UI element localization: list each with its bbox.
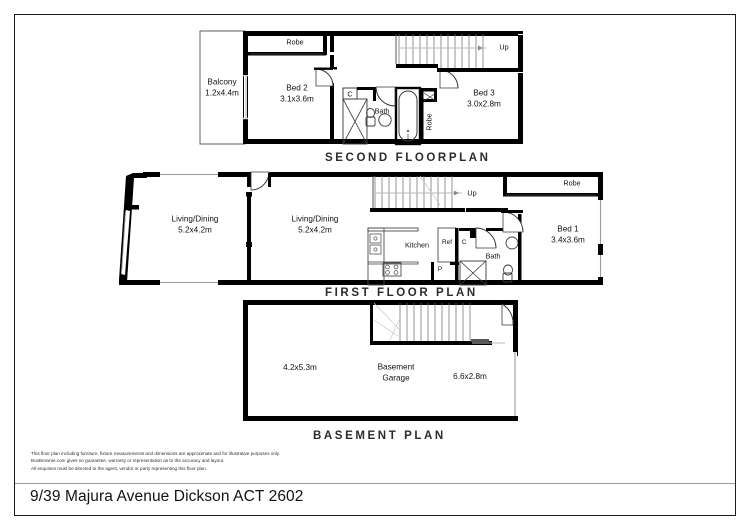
bed-1-name: Bed 1 xyxy=(557,224,579,234)
balcony-dimension: 1.2x4.4m xyxy=(205,88,239,97)
room-label-pantry: P xyxy=(437,265,443,273)
room-label-living-dining-centre: Living/Dining 5.2x4.2m xyxy=(292,215,339,236)
room-label-bath-first: Bath xyxy=(485,251,501,261)
disclaimer-line-1: This floor plan including furniture, fix… xyxy=(31,451,281,456)
room-label-basement-garage: Basement Garage xyxy=(378,363,415,384)
room-label-garage-left-dimension: 4.2x5.3m xyxy=(283,362,317,372)
second-floor-drawing xyxy=(199,30,523,146)
disclaimer-text: This floor plan including furniture, fix… xyxy=(31,450,451,472)
room-label-refrigerator: Ref xyxy=(442,238,452,246)
room-label-living-dining-west: Living/Dining 5.2x4.2m xyxy=(172,215,219,236)
room-label-garage-right-dimension: 6.6x2.8m xyxy=(453,371,487,381)
stair-up-label-second: Up xyxy=(499,42,509,52)
disclaimer-line-2: BoxBrownie.com gives no guarantee, warra… xyxy=(31,458,225,464)
living-dining-west-name: Living/Dining xyxy=(171,214,219,224)
living-dining-centre-dimension: 5.2x4.2m xyxy=(298,225,332,234)
footer-divider xyxy=(15,483,735,484)
basement-drawing xyxy=(243,300,518,421)
room-label-balcony: Balcony 1.2x4.4m xyxy=(205,78,239,99)
bed-2-dimension: 3.1x3.6m xyxy=(280,94,314,103)
basement-garage-sub: Garage xyxy=(382,373,410,382)
living-dining-centre-name: Living/Dining xyxy=(291,214,339,224)
bed-1-dimension: 3.4x3.6m xyxy=(551,235,585,244)
room-label-bath-second: Bath xyxy=(374,106,390,116)
first-floor-plan-title: FIRST FLOOR PLAN xyxy=(325,287,478,299)
room-label-bed-3: Bed 3 3.0x2.8m xyxy=(467,89,501,110)
room-label-bed-1: Bed 1 3.4x3.6m xyxy=(551,225,585,246)
property-address: 9/39 Majura Avenue Dickson ACT 2602 xyxy=(30,488,304,505)
room-label-robe-second-vertical: Robe xyxy=(424,113,434,131)
room-label-closet-second: C xyxy=(347,89,353,99)
basement-garage-name: Basement xyxy=(377,362,415,372)
bed-2-name: Bed 2 xyxy=(286,83,308,93)
balcony-name: Balcony xyxy=(207,77,237,87)
disclaimer-line-3: All enquiries must be directed to the ag… xyxy=(31,465,207,471)
bed-3-dimension: 3.0x2.8m xyxy=(467,99,501,108)
room-label-closet-first: C xyxy=(461,238,467,246)
room-label-robe-second-top: Robe xyxy=(286,37,304,47)
stair-up-label-first: Up xyxy=(467,188,477,198)
room-label-bed-2: Bed 2 3.1x3.6m xyxy=(280,84,314,105)
first-floor-drawing xyxy=(119,171,603,286)
page-border-frame xyxy=(14,14,736,516)
second-floor-plan-title: SECOND FLOORPLAN xyxy=(325,152,491,164)
living-dining-west-dimension: 5.2x4.2m xyxy=(178,225,212,234)
basement-plan-title: BASEMENT PLAN xyxy=(313,430,446,442)
room-label-kitchen: Kitchen xyxy=(405,240,429,250)
bed-3-name: Bed 3 xyxy=(473,88,495,98)
room-label-robe-first: Robe xyxy=(563,178,581,188)
